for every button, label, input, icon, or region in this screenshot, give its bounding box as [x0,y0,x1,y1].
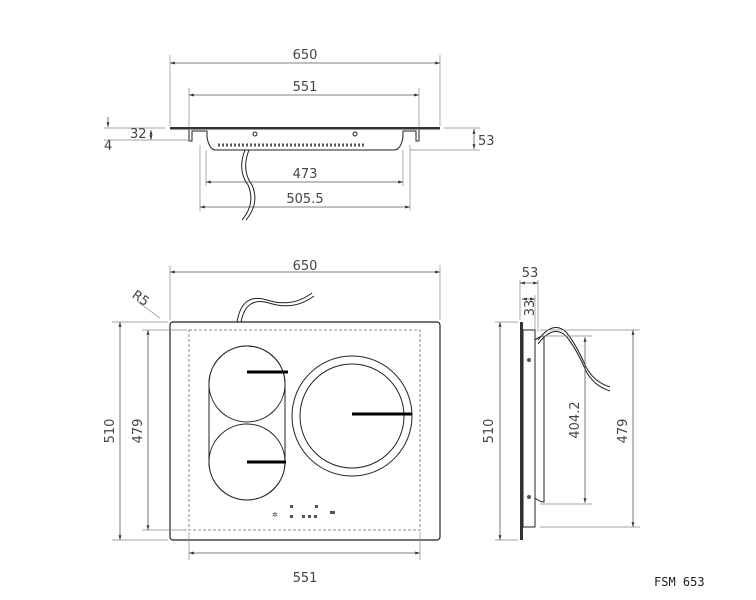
dim-650: 650 [293,48,318,63]
section-view: 650 551 4 32 53 473 505.5 [104,48,495,221]
dim-551-top: 551 [293,571,318,586]
dim-53-profile: 53 [522,266,539,281]
touch-controls: ✲ [272,505,335,519]
dim-479: 479 [131,419,146,444]
dim-650-top: 650 [293,259,318,274]
model-label: FSM 653 [654,575,705,589]
top-view: 650 R5 510 479 ✲ 551 [103,259,441,586]
hob-body [200,130,410,151]
profile-view: 53 33 510 404.2 479 [482,266,640,541]
dim-551: 551 [293,80,318,95]
glass-top [170,127,440,130]
hob-glass [169,321,441,541]
dim-32: 32 [130,127,147,142]
dim-33: 33 [523,300,538,317]
zone-top-left [208,345,286,423]
dim-479-profile: 479 [616,419,631,444]
dim-4: 4 [104,139,112,154]
dim-510: 510 [103,419,118,444]
zone-large [291,355,413,477]
dim-505-5: 505.5 [286,192,323,207]
dim-404-2: 404.2 [568,401,583,438]
svg-text:✲: ✲ [272,511,278,519]
cutout-outline [188,329,421,531]
dim-53: 53 [478,134,495,149]
radius-label: R5 [129,288,152,310]
dim-510-profile: 510 [482,419,497,444]
dim-473: 473 [293,167,318,182]
